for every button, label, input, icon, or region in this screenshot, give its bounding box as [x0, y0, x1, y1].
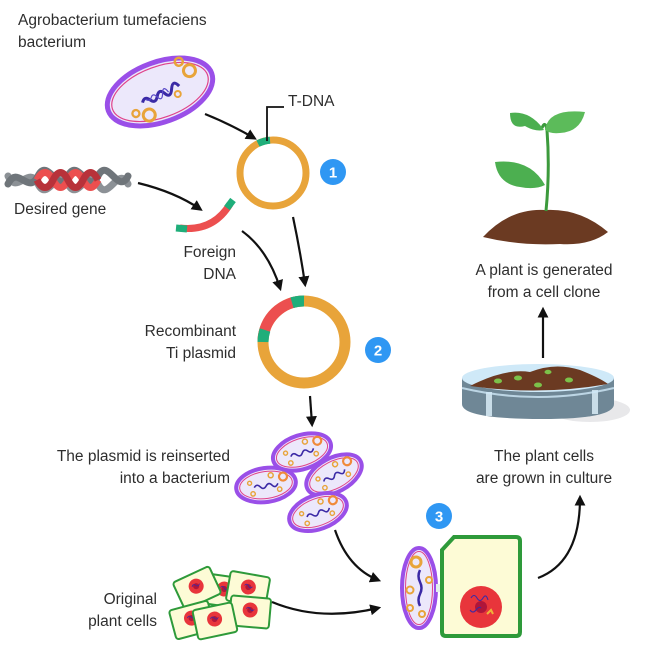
label-original-line2: plant cells: [88, 613, 157, 630]
plant-seedling: [483, 111, 608, 245]
tdna-segment: [256, 136, 271, 147]
desired-gene-helix: [4, 166, 132, 194]
host-plant-cell: [440, 535, 522, 638]
label-reinserted-line1: The plasmid is reinserted: [56, 448, 230, 465]
label-plant-generated: A plant is generated from a cell clone: [444, 260, 644, 304]
leaf-top-right: [545, 111, 585, 134]
label-recombinant-line1: Recombinant: [144, 323, 236, 340]
label-recombinant-line2: Ti plasmid: [165, 345, 236, 362]
label-grown-in-culture: The plant cells are grown in culture: [444, 446, 644, 490]
label-original-line1: Original: [103, 591, 157, 608]
label-agrobacterium-line1: Agrobacterium tumefaciens: [18, 12, 207, 29]
label-recombinant-plasmid: Recombinant Ti plasmid: [110, 321, 236, 365]
label-plant-line2: from a cell clone: [487, 284, 601, 301]
step-badge-3-number: 3: [435, 509, 443, 526]
step-badge-2-number: 2: [374, 343, 382, 360]
agrobacterium-bacterium: [104, 55, 216, 129]
label-reinserted-line2: into a bacterium: [119, 470, 230, 487]
step-badge-2: 2: [365, 337, 391, 363]
label-tdna: T-DNA: [288, 93, 335, 110]
foreign-dna-fragment: [175, 197, 236, 233]
label-agrobacterium: Agrobacterium tumefaciens bacterium: [18, 10, 207, 54]
tdna-pointer: [266, 106, 284, 141]
arrow-plasmid-to-recombinant: [291, 216, 310, 288]
arrow-cells-to-infection: [271, 600, 382, 616]
step-badge-3: 3: [426, 503, 452, 529]
label-foreign-dna-line2: DNA: [203, 266, 236, 283]
label-desired-gene: Desired gene: [14, 201, 107, 218]
bacterial-chromosome: [141, 81, 181, 104]
label-original-plant-cells: Original plant cells: [40, 589, 157, 633]
arrow-infection-to-culture: [537, 494, 586, 580]
arrow-bacteria-to-infection: [333, 529, 382, 583]
ti-plasmid: [236, 136, 310, 210]
arrow-gene-to-foreign-dna: [137, 181, 203, 211]
leaf-top-left: [510, 112, 544, 131]
recombinant-ti-plasmid: [257, 295, 351, 389]
label-foreign-dna: Foreign DNA: [150, 242, 236, 286]
label-plasmid-reinserted: The plasmid is reinserted into a bacteri…: [10, 446, 230, 490]
infecting-bacterium: [400, 546, 438, 630]
original-plant-cells: [167, 564, 273, 641]
label-agrobacterium-line2: bacterium: [18, 34, 87, 51]
transformed-bacteria-cluster: [231, 424, 369, 541]
label-plant-line1: A plant is generated: [475, 262, 613, 279]
petri-dish-culture: [461, 364, 630, 422]
arrow-foreign-dna-to-recombinant: [241, 230, 283, 292]
step-badge-1: 1: [320, 159, 346, 185]
step-badge-1-number: 1: [329, 165, 337, 182]
arrow-bacterium-to-plasmid: [204, 112, 257, 140]
label-foreign-dna-line1: Foreign: [183, 244, 236, 261]
leaf-lower: [495, 161, 545, 189]
arrow-recombinant-to-bacteria: [305, 395, 317, 428]
label-culture-line1: The plant cells: [494, 448, 594, 465]
label-culture-line2: are grown in culture: [475, 470, 613, 487]
